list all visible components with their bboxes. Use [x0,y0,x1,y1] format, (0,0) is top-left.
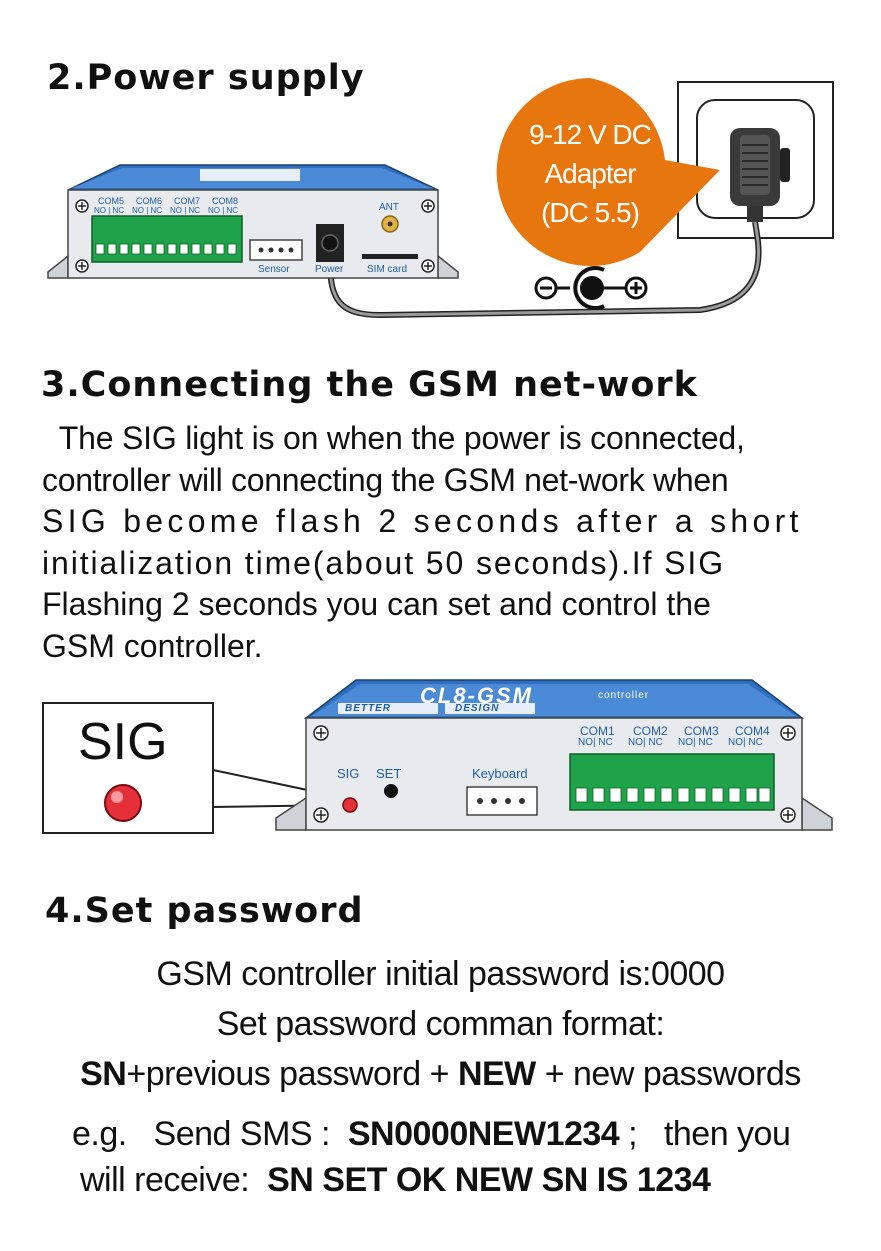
no-nc-label: NO| NC [678,737,713,748]
sim-card-label: SIM card [367,264,408,275]
sensor-label: Sensor [258,264,290,275]
com2-label: COM2 [633,724,668,738]
set-label: SET [376,766,402,781]
example-line: e.g. Send SMS : SN0000NEW1234 ; then you [72,1115,791,1154]
com5-label: COM5 [98,196,125,206]
no-nc-label: NO| NC [728,737,763,748]
paragraph-line: The SIG light is on when the power is co… [42,420,745,456]
initial-password-line: GSM controller initial password is:0000 [156,955,725,993]
example-sms: SN0000NEW1234 [347,1115,620,1153]
adapter-line-2: Adapter [544,158,636,189]
power-label: Power [315,264,344,275]
com4-label: COM4 [735,724,770,738]
adapter-callout-bubble [496,78,720,266]
no-nc-label: NO| NC [628,737,663,748]
example-mid: ; then you [619,1115,791,1153]
section-3-title: 3.Connecting the GSM net-work [41,365,698,405]
formula-new: NEW [457,1055,536,1093]
adapter-line-1: 9-12 V DC [529,119,652,150]
no-nc-label: NO| NC [578,737,613,748]
gsm-device-top-view [47,164,459,279]
device-brand: CL8-GSM [420,683,533,708]
dc-plug-polarity-icon [573,266,605,310]
formula-rest: + new passwords [535,1055,802,1093]
section-4-title: 4.Set password [45,891,364,931]
no-nc-label: NO | NC [170,206,201,215]
sig-diagram [42,679,833,834]
sig-callout-label: SIG [78,713,168,771]
device2-com-labels: COM1 COM2 COM3 COM4 NO| NC NO| NC NO| NC… [578,725,778,751]
formula-prev: +previous password + [126,1055,458,1093]
sig-led-icon [104,784,142,822]
com3-label: COM3 [684,724,719,738]
receive-reply: SN SET OK NEW SN IS 1234 [267,1161,711,1199]
ant-label: ANT [379,202,399,213]
paragraph-line: Flashing 2 seconds you can set and contr… [42,586,711,622]
example-prefix: e.g. Send SMS : [72,1115,348,1153]
receive-prefix: will receive: [80,1161,268,1199]
terminal-block [91,215,243,263]
keyboard-label: Keyboard [472,766,528,781]
device1-com-labels: COM5 COM6 COM7 COM8 NO | NC NO | NC NO |… [94,197,244,217]
formula-sn: SN [80,1055,127,1093]
sensor-port [249,239,303,261]
no-nc-label: NO | NC [132,206,163,215]
device-subtitle: controller [598,690,650,701]
adapter-line-3: (DC 5.5) [541,197,640,228]
format-line: Set password comman format: [216,1005,665,1043]
section-3-paragraph: The SIG light is on when the power is co… [42,418,832,667]
paragraph-line: GSM controller. [42,627,263,664]
com8-label: COM8 [212,196,239,206]
com6-label: COM6 [136,196,163,206]
strip-design: DESIGN [455,703,500,714]
paragraph-line: initialization time(about 50 seconds).If… [42,544,726,581]
com7-label: COM7 [174,196,201,206]
set-button-icon [384,784,398,798]
paragraph-line: controller will connecting the GSM net-w… [42,461,729,498]
strip-better: BETTER [345,703,391,714]
paragraph-line: SIG become flash 2 seconds after a short [42,503,803,539]
com1-label: COM1 [580,724,615,738]
sim-card-slot [362,254,418,259]
power-supply-diagram [47,78,834,319]
command-formula: SN+previous password + NEW + new passwor… [0,1055,881,1094]
no-nc-label: NO | NC [208,206,239,215]
sig-led-small [342,797,358,813]
no-nc-label: NO | NC [94,206,125,215]
sig-label: SIG [337,766,360,781]
receive-line: will receive: SN SET OK NEW SN IS 1234 [80,1161,711,1200]
section-2-title: 2.Power supply [47,58,365,98]
gsm-device-front-view [275,679,833,831]
